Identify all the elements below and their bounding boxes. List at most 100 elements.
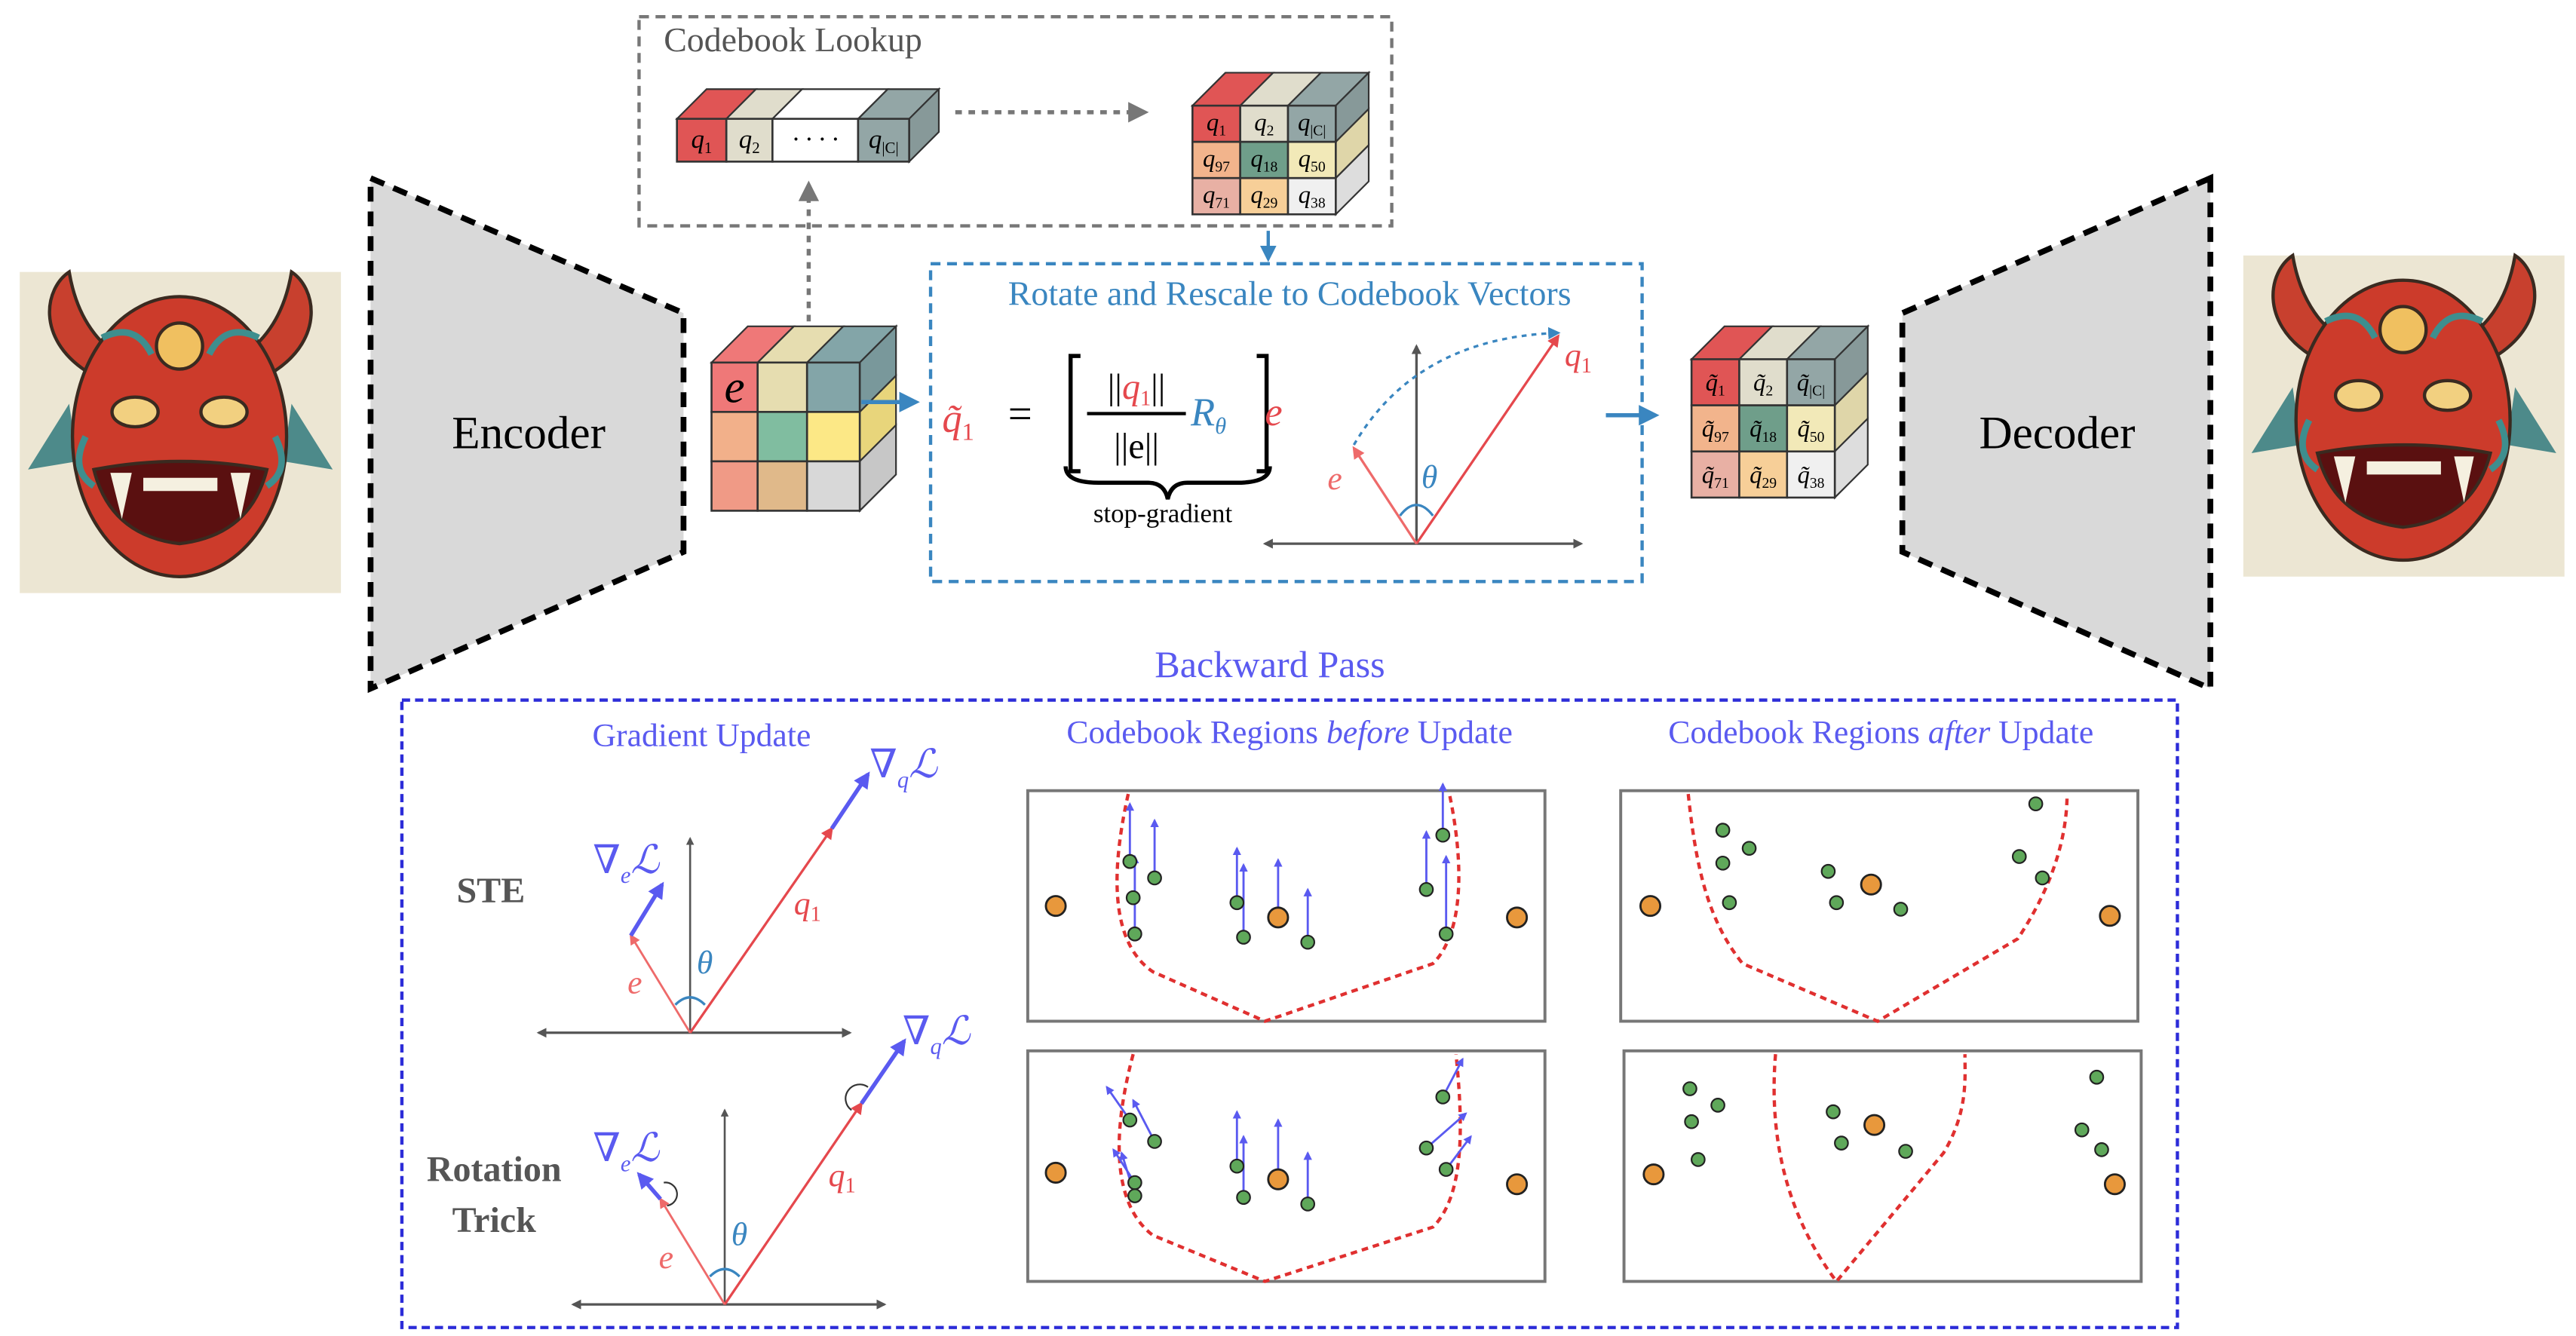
embedding-point (2035, 870, 2050, 886)
embedding-point (2028, 796, 2044, 812)
embedding-point (1229, 1158, 1245, 1174)
gradient-arrow (1425, 1112, 1467, 1149)
e-vector (659, 1197, 726, 1305)
embedding-point (1438, 926, 1454, 942)
codebook-vector-point (1506, 1173, 1529, 1196)
codebook-vector-point (1863, 1114, 1886, 1136)
ears (28, 403, 333, 470)
rotation-icon (845, 1083, 869, 1111)
formula-brackets (1068, 354, 1269, 473)
embedding-point (1893, 902, 1909, 917)
embedding-point (1229, 895, 1245, 911)
cube-cell (1286, 176, 1337, 216)
cube-cell (676, 118, 728, 163)
svg-text:e: e (1327, 461, 1342, 497)
grad-e-label: ∇eℒ (593, 1126, 660, 1176)
embedding-point (1236, 1190, 1251, 1206)
cell-label: q̃38 (1797, 461, 1824, 492)
embedding-point (1834, 1135, 1849, 1151)
output-image-mask (2243, 253, 2565, 577)
panel-frame (1622, 1049, 2143, 1283)
codebook-vector-point (1506, 906, 1529, 929)
angle-arc (709, 1267, 741, 1278)
embedding-point (1684, 1114, 1699, 1129)
cube-cell (710, 411, 759, 463)
embedding-label: e (725, 362, 745, 412)
cube-cell (805, 411, 861, 463)
cube-cell (1239, 176, 1290, 216)
grad-q-label: ∇qℒ (869, 743, 938, 792)
svg-text:θ: θ (1421, 459, 1437, 495)
rotation-icon (664, 1181, 678, 1207)
cell-label: q97 (1203, 146, 1230, 176)
embedding-point (1826, 1104, 1841, 1120)
embedding-point (1236, 930, 1251, 945)
embedding-point (1741, 841, 1757, 856)
cell-label: q̃50 (1797, 415, 1824, 446)
codebook-vector-point (1267, 906, 1290, 929)
region-boundary (1772, 1054, 1967, 1285)
codebook-vector-point (2103, 1173, 2126, 1196)
cube-cell (1286, 104, 1337, 143)
cube-cell (857, 118, 910, 163)
cell-label: q1 (691, 124, 712, 157)
embedding-point (1122, 1112, 1138, 1128)
cell-label: q29 (1250, 182, 1277, 212)
embedding-point (1122, 853, 1138, 869)
embedding-point (1898, 1144, 1913, 1159)
grad-q-arrow (830, 771, 870, 830)
grad-e-label: ∇eℒ (593, 838, 660, 888)
q-vector (723, 1101, 863, 1306)
cell-label: q2 (1254, 109, 1274, 139)
decoder-block: Decoder (1899, 173, 2213, 694)
embedding-point (2089, 1069, 2105, 1085)
embedding-point (1682, 1081, 1697, 1096)
cube-cell (756, 361, 808, 413)
e-label: e (659, 1239, 673, 1276)
cell-label: · · · · (793, 124, 839, 154)
after-update-rotation-panel (1622, 1049, 2143, 1285)
cell-label: q|C| (869, 124, 899, 157)
mouth (2315, 443, 2493, 529)
cube-cell (1786, 404, 1836, 453)
embedding-point (1127, 926, 1142, 942)
panel-frame (1026, 789, 1547, 1023)
embedding-point (1147, 1134, 1162, 1149)
cell-label: q71 (1203, 182, 1230, 212)
after-update-ste-panel (1619, 789, 2139, 1023)
cube-cell (1738, 450, 1789, 499)
embedding-point (1715, 823, 1731, 838)
grad-q-label: ∇qℒ (903, 1010, 971, 1059)
q-label: q1 (829, 1157, 856, 1198)
cell-label: q50 (1299, 146, 1326, 176)
cube-cell (771, 118, 860, 163)
cube-cell (805, 460, 861, 512)
before-update-title: Codebook Regions before Update (1066, 714, 1512, 750)
stop-gradient-label: stop-gradient (1093, 499, 1233, 529)
gradient-update-title: Gradient Update (593, 718, 811, 754)
q-vector (688, 826, 833, 1034)
cube-cell (805, 361, 861, 413)
grad-e-arrow (636, 1172, 662, 1201)
cell-label: q1 (1207, 109, 1226, 139)
embedding-cube: e (709, 324, 898, 513)
embedding-point (1691, 1152, 1706, 1167)
codebook-vector-point (1642, 1163, 1665, 1186)
cell-label: q̃1 (1706, 369, 1725, 400)
cell-label: q̃18 (1750, 415, 1777, 446)
rotation-vector-diagram: q1 e θ (1262, 326, 1592, 549)
cube-cell (1690, 450, 1740, 499)
right-eye (199, 395, 249, 429)
formula: q̃1 = ||q1|| ||e|| Rθ e stop-gradient (942, 354, 1283, 529)
cube-cell (710, 460, 759, 512)
cube-cell (1786, 450, 1836, 499)
panel-frame (1619, 789, 2139, 1023)
cell-label: q̃29 (1750, 461, 1777, 492)
embedding-point (2011, 849, 2027, 864)
svg-text:||q1||: ||q1|| (1108, 367, 1166, 411)
svg-text:q1: q1 (1565, 337, 1592, 378)
